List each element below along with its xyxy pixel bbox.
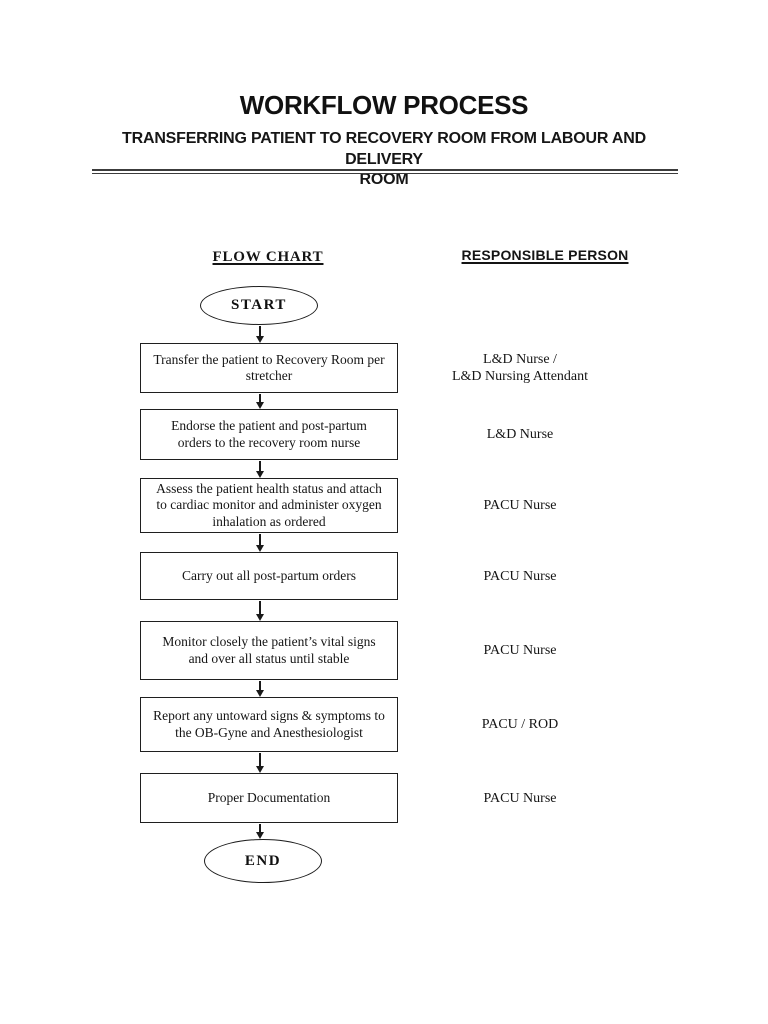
flow-arrow-down-icon <box>254 394 266 409</box>
flow-step-text: Carry out all post-partum orders <box>182 567 356 583</box>
responsible-label: L&D Nurse / L&D Nursing Attendant <box>420 343 620 393</box>
responsible-text: PACU Nurse <box>483 568 557 584</box>
arrow-head <box>256 766 264 773</box>
responsible-label: L&D Nurse <box>420 409 620 460</box>
responsible-text: PACU Nurse <box>483 498 557 513</box>
arrow-head <box>256 402 264 409</box>
arrow-head <box>256 832 264 839</box>
flow-step-text: Endorse the patient and post-partum orde… <box>171 418 367 450</box>
responsible-text: PACU Nurse <box>483 643 557 658</box>
flow-step-box: Assess the patient health status and att… <box>140 478 398 533</box>
flow-chart-column-header: FLOW CHART <box>212 249 324 265</box>
arrow-head <box>256 690 264 697</box>
flow-step-text: Report any untoward signs & symptoms to … <box>153 708 385 740</box>
flow-step-box: Carry out all post-partum orders <box>140 552 398 600</box>
flow-arrow-down-icon <box>254 753 266 773</box>
responsible-label: PACU Nurse <box>420 552 620 600</box>
flow-arrow-down-icon <box>254 534 266 552</box>
responsible-text: L&D Nurse / L&D Nursing Attendant <box>451 352 589 384</box>
flow-arrow-down-icon <box>254 824 266 839</box>
flow-arrow-down-icon <box>254 326 266 343</box>
responsible-text: PACU / ROD <box>481 717 559 732</box>
responsible-person-column-header: RESPONSIBLE PERSON <box>461 247 629 263</box>
arrow-shaft <box>259 534 261 545</box>
end-node: END <box>204 839 322 883</box>
arrow-head <box>256 545 264 552</box>
arrow-shaft <box>259 824 261 832</box>
responsible-label: PACU Nurse <box>420 478 620 533</box>
arrow-shaft <box>259 753 261 766</box>
flow-step-text: Monitor closely the patient’s vital sign… <box>162 634 376 666</box>
arrow-shaft <box>259 326 261 336</box>
arrow-head <box>256 614 264 621</box>
header-divider <box>92 169 678 174</box>
arrow-shaft <box>259 394 261 402</box>
responsible-label: PACU / ROD <box>420 697 620 752</box>
flow-step-box: Transfer the patient to Recovery Room pe… <box>140 343 398 393</box>
flow-arrow-down-icon <box>254 681 266 697</box>
flow-step-box: Report any untoward signs & symptoms to … <box>140 697 398 752</box>
arrow-shaft <box>259 601 261 614</box>
arrow-shaft <box>259 681 261 690</box>
responsible-label: PACU Nurse <box>420 621 620 680</box>
flow-step-box: Endorse the patient and post-partum orde… <box>140 409 398 460</box>
responsible-text: L&D Nurse <box>486 427 554 442</box>
arrow-head <box>256 471 264 478</box>
arrow-head <box>256 336 264 343</box>
flow-step-box: Monitor closely the patient’s vital sign… <box>140 621 398 680</box>
page-title: WORKFLOW PROCESS <box>239 90 529 120</box>
flow-arrow-down-icon <box>254 461 266 478</box>
flow-step-text: Proper Documentation <box>207 789 331 805</box>
flow-arrow-down-icon <box>254 601 266 621</box>
page-subtitle: TRANSFERRING PATIENT TO RECOVERY ROOM FR… <box>122 130 646 188</box>
start-node: START <box>200 286 318 325</box>
flow-step-box: Proper Documentation <box>140 773 398 823</box>
flow-step-text: Transfer the patient to Recovery Room pe… <box>153 351 385 384</box>
arrow-shaft <box>259 461 261 471</box>
responsible-text: PACU Nurse <box>483 790 557 806</box>
responsible-label: PACU Nurse <box>420 773 620 823</box>
flow-step-text: Assess the patient health status and att… <box>156 480 382 529</box>
